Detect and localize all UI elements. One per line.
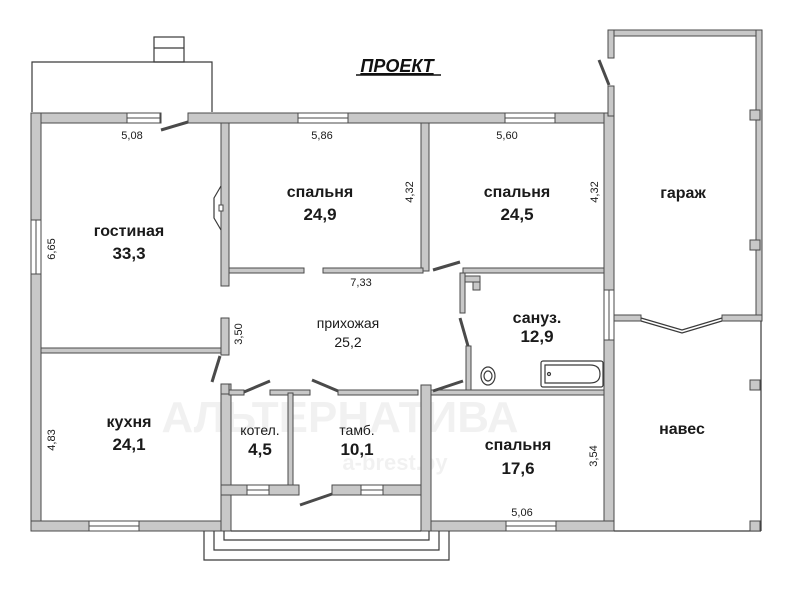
plan-title: ПРОЕКТ [360,56,435,76]
room-name-living: гостиная [94,223,164,240]
dim-bedroom2-width: 5,60 [496,130,517,142]
porch-steps [203,531,450,561]
dim-bedroom2-height: 4,32 [589,181,601,202]
canopy-pillar [749,520,761,532]
bathroom-fixtures [480,360,604,388]
room-name-boiler: котел. [240,422,279,438]
garage-pillar [749,239,761,251]
room-area-hallway: 25,2 [334,334,361,350]
fireplace [213,185,222,231]
dim-bedroom3-width: 5,06 [511,507,532,519]
room-area-bedroom3: 17,6 [501,459,534,478]
door-vestibule [311,378,339,393]
dimension-labels: 5,08 6,65 5,86 4,32 5,60 4,32 7,33 3,50 … [46,130,601,519]
room-area-bedroom2: 24,5 [500,205,533,224]
toilet [480,366,496,386]
dim-living-width: 5,08 [121,130,142,142]
door-bedroom2 [432,260,461,272]
garage-gate [640,317,723,331]
garage-walls [607,29,763,334]
room-area-boiler: 4,5 [248,440,272,459]
door-bathroom [458,317,470,347]
windows [30,112,615,532]
dim-bedroom3-height: 3,54 [588,445,600,466]
room-name-hallway: прихожая [317,315,379,331]
room-area-bedroom1: 24,9 [303,205,336,224]
room-area-vestibule: 10,1 [340,440,373,459]
dim-hallway-width: 7,33 [350,277,371,289]
door-entrance [299,492,333,507]
bathtub [540,360,604,388]
dim-bedroom1-width: 5,86 [311,130,332,142]
dim-kitchen-height: 4,83 [46,429,58,450]
door-kitchen [210,355,222,383]
door-garage-side [597,59,611,86]
room-name-bedroom1: спальня [287,184,353,201]
room-area-bathroom: 12,9 [520,327,553,346]
interior-walls [40,122,605,486]
room-name-bedroom2: спальня [484,184,550,201]
dim-hallway-height: 3,50 [233,323,245,344]
dim-living-height: 6,65 [46,238,58,259]
room-name-vestibule: тамб. [339,422,374,438]
room-name-kitchen: кухня [107,414,152,431]
room-name-garage: гараж [660,185,706,202]
canopy-pillar [749,379,761,391]
room-area-kitchen: 24,1 [112,435,145,454]
room-name-bathroom: сануз. [513,310,562,327]
room-labels: гостиная 33,3 спальня 24,9 спальня 24,5 … [94,184,707,478]
door-boiler [243,379,271,394]
door-bedroom3 [432,379,464,393]
terrace-steps [153,36,185,63]
garage-pillar [749,109,761,121]
doors [160,59,611,507]
canopy-outline [614,321,762,532]
dim-bedroom1-height: 4,32 [404,181,416,202]
room-name-canopy: навес [659,421,705,438]
terrace [31,36,213,112]
door-living [160,120,189,132]
room-area-living: 33,3 [112,244,145,263]
room-name-bedroom3: спальня [485,437,551,454]
